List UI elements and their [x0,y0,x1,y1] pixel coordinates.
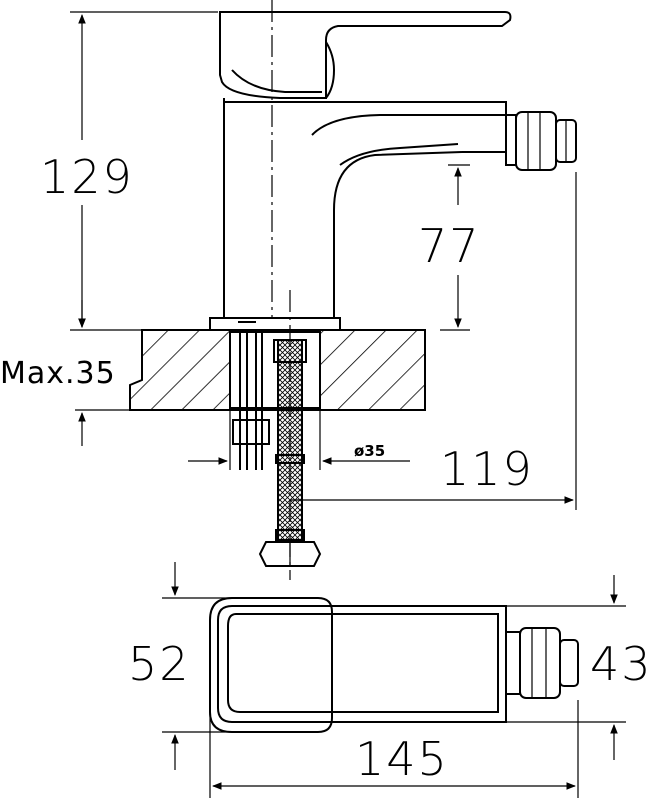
dimension-119-label: 119 [440,442,534,496]
dimension-129: 129 [40,11,218,331]
top-view-body [209,597,507,733]
dimension-52: 52 [128,562,232,770]
dimension-129-label: 129 [40,150,134,204]
spout-nozzle [505,111,577,171]
dimension-diameter: ø35 [188,410,410,470]
dimension-119: 119 [290,172,577,510]
dimension-43-label: 43 [590,637,653,691]
dimension-77: 77 [418,164,481,331]
faucet-handle [219,11,512,99]
dimension-52-label: 52 [128,637,191,691]
side-view: 129 77 Max.35 ø35 119 [0,0,577,580]
top-view: 52 43 145 [128,562,653,798]
dimension-145: 145 [209,700,579,798]
top-view-nozzle [505,627,579,699]
dimension-77-label: 77 [418,219,481,273]
dimension-max35-label: Max.35 [0,356,116,391]
base-flange [209,317,341,331]
dimension-max35: Max.35 [0,300,130,446]
mounting-rods [232,332,270,470]
dimension-145-label: 145 [355,732,449,786]
dimension-diameter-label: ø35 [354,442,385,460]
flexible-hose [258,290,322,580]
dimension-43: 43 [506,575,653,760]
